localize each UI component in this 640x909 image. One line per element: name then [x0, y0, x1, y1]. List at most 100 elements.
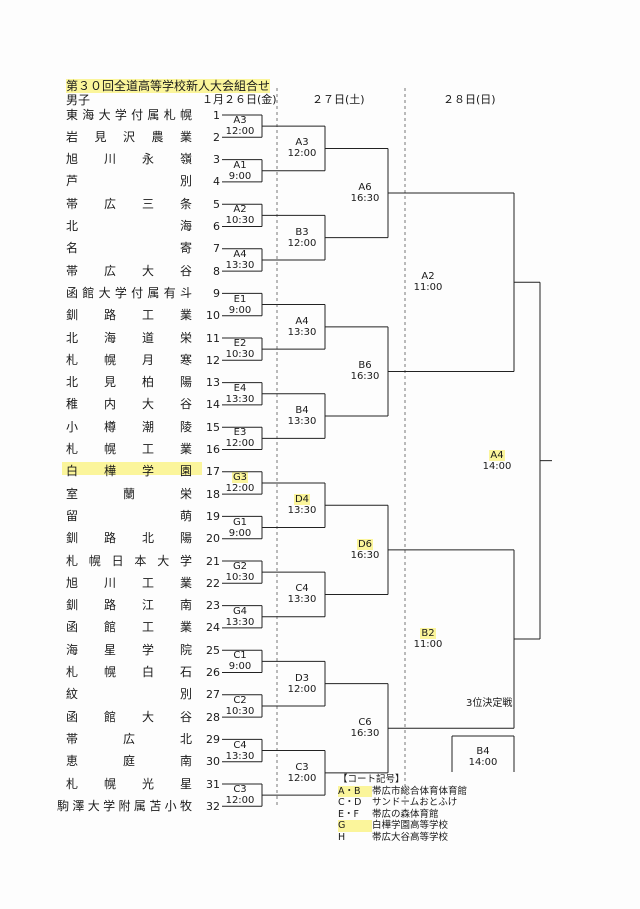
team-seed: 22	[206, 576, 220, 590]
team-seed: 21	[206, 554, 220, 568]
team-seed: 6	[213, 220, 220, 233]
team-seed: 1	[213, 108, 220, 122]
team-seed: 10	[206, 309, 220, 323]
day-header-1: １月２６日(金)	[202, 93, 277, 106]
match-court: D4	[293, 494, 311, 506]
match-time: 12:00	[287, 683, 317, 695]
match-court: C4	[295, 583, 309, 595]
match-time: 9:00	[228, 170, 252, 182]
team-name: 北見柏陽	[66, 375, 192, 390]
match-court: G1	[232, 516, 248, 528]
team-seed: 19	[206, 509, 220, 523]
team-seed: 2	[213, 130, 220, 144]
match-time: 12:00	[225, 795, 255, 807]
match-court: E4	[233, 382, 247, 394]
match-court: G2	[232, 561, 248, 573]
team-name: 駒澤大学附属苫小牧	[57, 798, 192, 813]
team-name: 北海道栄	[66, 330, 192, 345]
team-name: 北海	[66, 219, 192, 233]
team-seed: 11	[206, 331, 220, 345]
match-time: 11:00	[413, 282, 443, 294]
match-court: A4	[233, 248, 247, 260]
match-court: E3	[233, 427, 247, 439]
match-court: B4	[476, 746, 490, 757]
match-time: 10:30	[225, 705, 255, 717]
match-time: 13:30	[225, 616, 255, 628]
team-seed: 16	[206, 443, 220, 456]
match-time: 10:30	[225, 349, 255, 361]
team-name: 函館大谷	[66, 709, 192, 724]
team-seed: 5	[213, 197, 220, 211]
match-court: A3	[233, 115, 247, 127]
match-court: E1	[233, 293, 247, 305]
team-seed: 8	[213, 264, 220, 278]
team-seed: 30	[206, 755, 220, 769]
team-seed: 4	[213, 175, 220, 189]
team-name: 釧路江南	[66, 598, 192, 613]
match-time: 9:00	[228, 304, 252, 316]
match-court: G3	[231, 471, 249, 483]
team-name: 名寄	[66, 241, 192, 256]
match-court: A3	[295, 137, 309, 149]
team-name: 白樺学園	[66, 464, 192, 479]
team-name: 東海大学付属札幌	[66, 107, 192, 122]
team-seed: 12	[206, 353, 220, 367]
match-time: 13:30	[225, 259, 255, 271]
match-time: 13:30	[287, 416, 317, 428]
team-name: 札幌工業	[66, 442, 192, 456]
team-name: 室蘭栄	[66, 486, 192, 501]
team-name: 紋別	[66, 687, 192, 702]
third-place-label: 3位決定戦	[466, 698, 513, 709]
team-seed: 31	[206, 777, 220, 791]
match-court: E2	[233, 338, 247, 350]
match-court: D6	[356, 538, 374, 550]
match-court: A2	[233, 204, 247, 216]
match-time: 16:30	[350, 371, 380, 383]
team-seed: 3	[213, 153, 220, 167]
team-name: 旭川永嶺	[66, 152, 192, 167]
match-court: C3	[233, 784, 247, 796]
team-seed: 28	[206, 710, 220, 724]
team-name: 函館大学付属有斗	[66, 285, 192, 300]
team-name: 芦別	[66, 174, 192, 189]
team-seed: 20	[206, 532, 220, 546]
match-court: B6	[358, 360, 372, 372]
match-time: 13:30	[287, 326, 317, 338]
team-name: 函館工業	[66, 620, 192, 635]
team-seed: 15	[206, 420, 220, 434]
match-court: C2	[233, 694, 247, 706]
team-name: 札幌日本大学	[66, 553, 192, 568]
match-time: 13:30	[287, 505, 317, 517]
team-seed: 27	[206, 688, 220, 702]
match-court: C6	[358, 717, 372, 729]
match-court: A4	[295, 315, 309, 327]
team-name: 海星学院	[66, 642, 192, 657]
match-time: 12:00	[225, 126, 255, 138]
team-name: 稚内大谷	[66, 397, 192, 412]
match-court: A4	[489, 449, 505, 461]
match-court: A1	[233, 159, 247, 171]
team-name: 留萌	[66, 508, 192, 523]
